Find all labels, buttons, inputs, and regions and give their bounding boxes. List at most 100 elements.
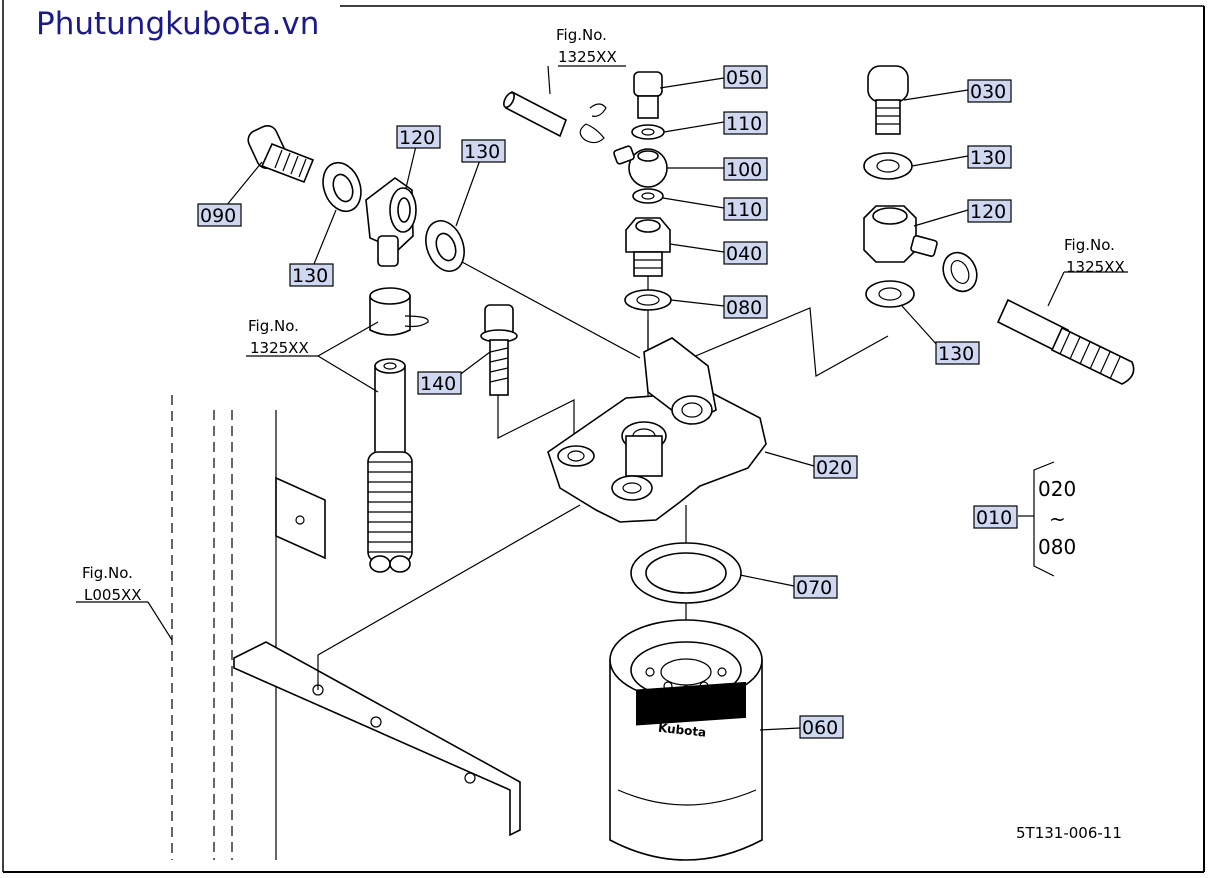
part-label-text: 110 [726,199,762,221]
part-label-box [967,79,1012,103]
part-030-bolt [867,65,909,135]
part-040-fitting [625,217,671,277]
part-label-130: 130 [935,341,980,365]
part-label-text: 130 [970,147,1006,169]
part-label-text: 020 [816,457,852,479]
range-to: 080 [1038,535,1076,559]
svg-text:Fig.No.: Fig.No. [248,317,299,335]
part-label-050: 050 [723,65,768,89]
part-labels: 050 110 100 110 040 080 030 130 120 130 120 130 090 1… [197,65,1018,739]
callout-lines [76,65,1128,731]
part-label-text: 010 [976,507,1012,529]
svg-text:1325XX: 1325XX [558,48,617,66]
part-020-filter-head [547,337,767,523]
part-label-text: 090 [200,205,236,227]
part-label-text: 030 [970,81,1006,103]
part-label-box [967,145,1012,169]
part-label-text: 110 [726,113,762,135]
part-label-text: 120 [399,127,435,149]
part-label-130: 130 [461,139,506,163]
filter-brand-text: Kubota [657,721,707,740]
pipe-top [503,90,607,144]
part-label-box [723,295,768,319]
part-100-eye-joint [613,145,668,188]
part-080-washer [624,289,672,311]
part-label-box [813,455,858,479]
fig-ref-1325xx-right: Fig.No. 1325XX [1064,236,1125,276]
part-label-text: 100 [726,159,762,181]
part-label-box [723,197,768,221]
part-label-box [396,125,441,149]
part-label-box [723,111,768,135]
svg-text:Fig.No.: Fig.No. [556,26,607,44]
part-label-box [973,505,1018,529]
part-label-box [461,139,506,163]
part-label-text: 070 [796,577,832,599]
part-label-110: 110 [723,197,768,221]
hose-left [367,287,429,573]
part-label-020: 020 [813,455,858,479]
range-sep: ~ [1049,507,1066,531]
part-label-090: 090 [197,203,242,227]
part-label-box [417,371,462,395]
part-label-130: 130 [289,263,334,287]
part-label-070: 070 [793,575,838,599]
part-060-filter: KKKKKK Kubota [609,619,763,861]
part-label-text: 130 [464,141,500,163]
frame-rails [171,395,521,860]
part-label-text: 040 [726,243,762,265]
part-090-banjo-bolt [247,125,315,184]
part-label-040: 040 [723,241,768,265]
part-120-banjo-b [863,205,938,263]
svg-text:1325XX: 1325XX [1066,258,1125,276]
part-label-box [967,199,1012,223]
part-130-washer-a [322,161,362,213]
part-110-washer-b [632,188,664,204]
filter-band-text: KKKKKK [643,740,751,768]
part-label-text: 130 [292,265,328,287]
part-label-text: 060 [802,717,838,739]
part-050-bolt [633,71,663,119]
part-label-060: 060 [799,715,844,739]
part-label-120: 120 [396,125,441,149]
part-label-text: 140 [420,373,456,395]
part-label-box [793,575,838,599]
part-label-100: 100 [723,157,768,181]
svg-text:1325XX: 1325XX [250,339,309,357]
part-label-text: 130 [938,343,974,365]
part-130-washer-b [425,220,465,272]
part-label-080: 080 [723,295,768,319]
part-140-bolt [480,304,518,396]
assembly-lines [317,261,889,690]
part-label-box [197,203,242,227]
brand-watermark: Phutungkubota.vn [36,6,320,42]
part-label-box [723,65,768,89]
part-label-130: 130 [967,145,1012,169]
part-label-140: 140 [417,371,462,395]
part-label-box [799,715,844,739]
part-120-banjo-a [365,177,417,267]
svg-text:Fig.No.: Fig.No. [82,564,133,582]
hose-right [942,251,1135,385]
part-label-110: 110 [723,111,768,135]
svg-text:L005XX: L005XX [84,586,142,604]
part-130-washer-c [863,152,913,180]
part-label-box [723,157,768,181]
part-110-washer-a [631,124,665,140]
part-label-box [289,263,334,287]
part-label-030: 030 [967,79,1012,103]
part-label-text: 050 [726,67,762,89]
part-label-box [723,241,768,265]
part-label-010: 010 [973,505,1018,529]
part-label-120: 120 [967,199,1012,223]
fig-ref-1325xx-top: Fig.No. 1325XX [556,26,617,66]
svg-text:Fig.No.: Fig.No. [1064,236,1115,254]
diagram-code: 5T131-006-11 [1016,824,1122,842]
part-130-washer-d [865,280,915,308]
part-label-box [935,341,980,365]
range-from: 020 [1038,477,1076,501]
part-label-text: 120 [970,201,1006,223]
part-070-gasket [630,542,742,604]
